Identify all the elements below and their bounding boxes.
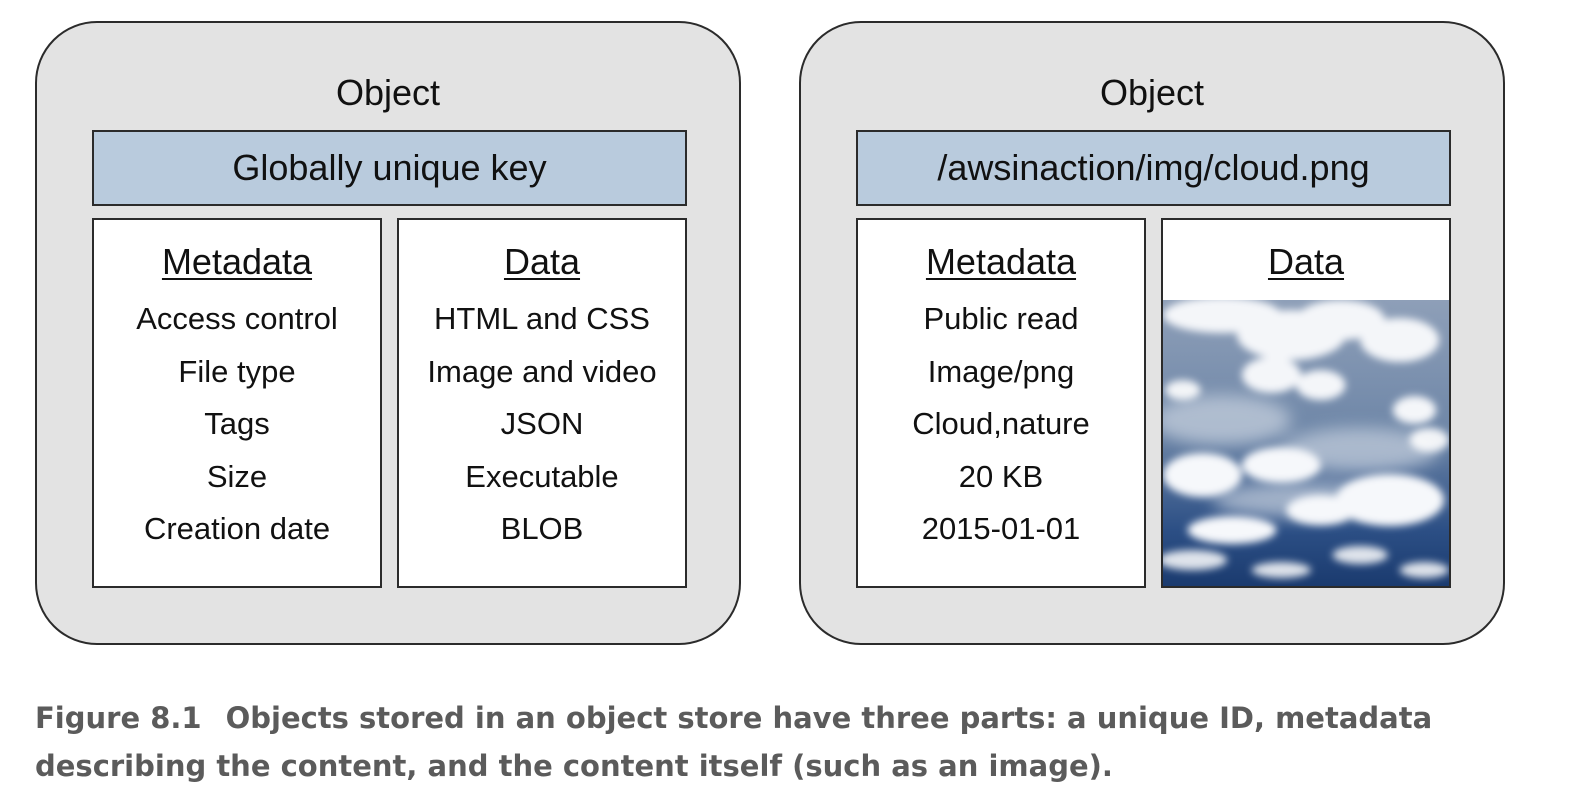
metadata-item: Cloud,nature bbox=[912, 406, 1090, 441]
figure-label: Figure 8.1 bbox=[35, 701, 202, 735]
metadata-item: File type bbox=[178, 353, 296, 389]
metadata-item: Size bbox=[206, 458, 268, 494]
metadata-box: Metadata Public read Image/png Cloud,nat… bbox=[856, 218, 1146, 588]
metadata-item: Public read bbox=[923, 301, 1079, 336]
metadata-item: Tags bbox=[204, 406, 270, 441]
metadata-list: Access control File type Tags Size Creat… bbox=[94, 299, 380, 562]
data-item: Image and video bbox=[427, 353, 657, 389]
figure-caption-text: Objects stored in an object store have t… bbox=[35, 701, 1433, 783]
object-key: Globally unique key bbox=[92, 130, 687, 206]
data-item: JSON bbox=[500, 406, 584, 441]
data-box: Data HTML and CSS Image and video JSON E… bbox=[397, 218, 687, 588]
metadata-item: Image/png bbox=[927, 353, 1075, 389]
metadata-item: 2015-01-01 bbox=[921, 511, 1081, 546]
cloud-image bbox=[1163, 300, 1449, 586]
metadata-heading: Metadata bbox=[925, 241, 1077, 282]
object-panel-generic: Object Globally unique key Metadata Acce… bbox=[35, 21, 741, 645]
data-item: Executable bbox=[465, 458, 619, 494]
data-heading: Data bbox=[1267, 241, 1345, 282]
metadata-item: 20 KB bbox=[958, 458, 1044, 494]
metadata-box: Metadata Access control File type Tags S… bbox=[92, 218, 382, 588]
metadata-item: Creation date bbox=[143, 511, 331, 546]
data-item: HTML and CSS bbox=[434, 301, 650, 336]
object-title: Object bbox=[335, 72, 441, 113]
object-panel-example: Object /awsinaction/img/cloud.png Metada… bbox=[799, 21, 1505, 645]
data-item: BLOB bbox=[500, 511, 584, 546]
object-key: /awsinaction/img/cloud.png bbox=[856, 130, 1451, 206]
data-box: Data bbox=[1161, 218, 1451, 588]
data-heading: Data bbox=[503, 241, 581, 282]
data-list: HTML and CSS Image and video JSON Execut… bbox=[399, 299, 685, 562]
metadata-heading: Metadata bbox=[161, 241, 313, 282]
metadata-list: Public read Image/png Cloud,nature 20 KB… bbox=[858, 299, 1144, 562]
metadata-item: Access control bbox=[136, 301, 338, 336]
object-title: Object bbox=[1099, 72, 1205, 113]
cloudy-sky-photo bbox=[1163, 300, 1449, 586]
